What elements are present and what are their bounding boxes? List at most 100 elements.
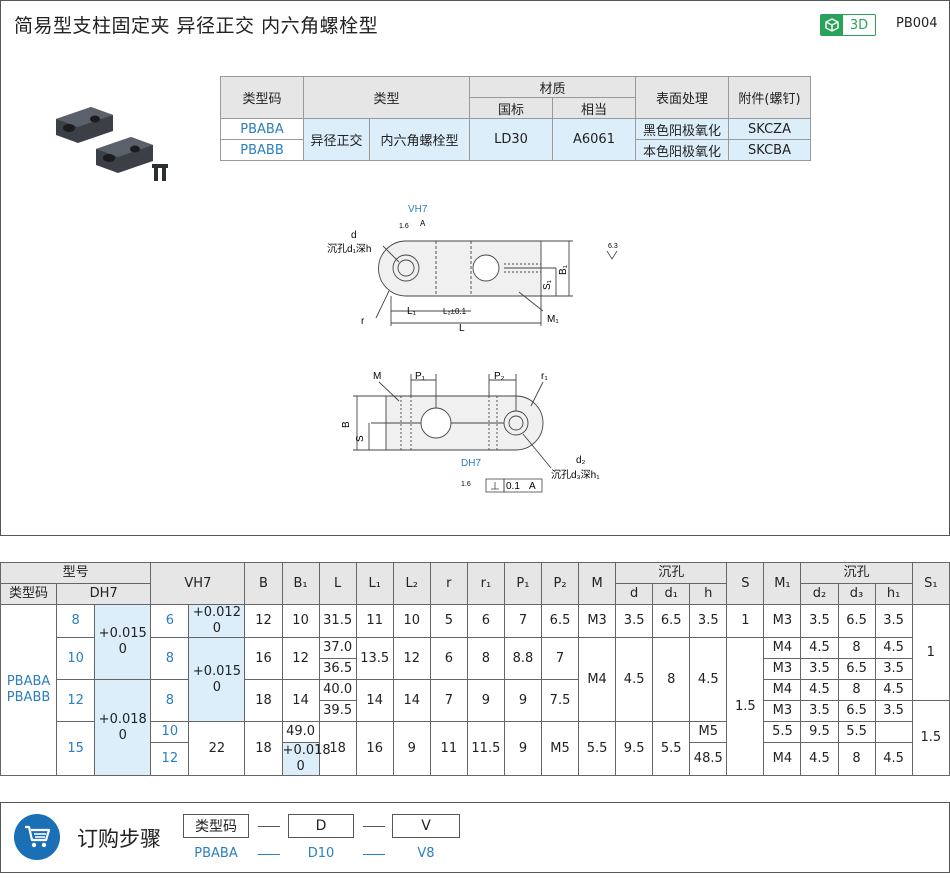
cell-r1: 8 (466, 637, 505, 680)
cell-r: 9 (392, 721, 431, 776)
cell-b1: 12 (281, 637, 320, 680)
d-value-link[interactable]: 8 (56, 604, 96, 638)
v-value-link[interactable]: 8 (150, 679, 190, 722)
cell-b1: 14 (281, 679, 320, 722)
d-tolerance: +0.018 0 (94, 679, 152, 776)
cell-r: 6 (429, 637, 468, 680)
cell-l1: 18 (318, 721, 357, 776)
accessory-cell: SKCZA (728, 118, 811, 140)
header-l: L (318, 562, 357, 605)
cell-m1: M5 (689, 721, 728, 743)
cell-p1: 11.5 (466, 721, 505, 776)
cell-l2: 10 (392, 604, 431, 638)
header-accessory: 附件(螺钉) (728, 76, 811, 119)
product-panel: 简易型支柱固定夹 异径正交 内六角螺栓型 3D PB004 类型码 类型 (0, 0, 950, 536)
d-value-link[interactable]: 12 (56, 679, 96, 722)
header-d: d (615, 583, 654, 605)
r-label: r (361, 316, 365, 327)
cell-l2: 16 (355, 721, 394, 776)
cell-b1: 18 (244, 721, 283, 776)
order-box-type-code: 类型码 (183, 814, 249, 838)
header-d3: d₃ (837, 583, 876, 605)
dh7-label: DH7 (461, 458, 481, 469)
v-value-link[interactable]: 6 (150, 604, 190, 638)
cell-p2: 7 (540, 637, 580, 680)
type-code-link[interactable]: PBABB (220, 139, 304, 161)
product-image (56, 107, 168, 181)
cell-h1: 4.5 (874, 637, 913, 659)
datum-a: A (420, 219, 426, 228)
header-material: 材质 (469, 76, 636, 98)
v-value-link[interactable]: 8 (150, 637, 190, 680)
cell-m1: M4 (763, 637, 802, 659)
cell-cb-d: 4.5 (615, 637, 654, 722)
cell-r: 5 (429, 604, 468, 638)
cell-cb-d1: 6.5 (652, 604, 691, 638)
d2-label: d₂ (576, 455, 586, 466)
material-standard: LD30 (469, 118, 553, 161)
cell-d3: 8 (837, 742, 876, 776)
cell-d3: 6.5 (837, 700, 876, 722)
cube-icon (821, 15, 843, 35)
header-vh7: VH7 (150, 562, 246, 605)
cell-cb-d: 3.5 (615, 604, 654, 638)
type-codes-cell[interactable]: PBABA PBABB (0, 604, 58, 776)
cell-l1: 13.5 (355, 637, 394, 680)
cell-b: 22 (188, 721, 246, 776)
cell-l: 48.5 (689, 742, 728, 776)
cell-p2: 6.5 (540, 604, 580, 638)
header-s1: S₁ (911, 562, 950, 605)
order-box-v: V (392, 814, 460, 838)
type-sub: 内六角螺栓型 (369, 118, 470, 161)
cell-r1: 11 (429, 721, 468, 776)
cell-d3: 8 (837, 637, 876, 659)
header-model: 型号 (0, 562, 152, 584)
cell-d3: 6.5 (837, 658, 876, 680)
technical-drawing: VH7 1.6 A d 沉孔d₁深h r L₁ L₂±0.1 L M₁ B₁ S… (327, 204, 618, 493)
cell-cb-d1: 8 (652, 637, 691, 722)
cell-m1: M4 (763, 679, 802, 701)
header-r: r (429, 562, 468, 605)
v-value-link[interactable]: 10 (150, 721, 190, 743)
v-value-link[interactable]: 12 (150, 742, 190, 776)
p2-label: P₂ (494, 371, 505, 382)
cell-b1: 10 (281, 604, 320, 638)
header-standard: 国标 (469, 97, 553, 119)
order-value-separator (363, 854, 385, 855)
cell-m1: M3 (763, 604, 802, 638)
l1-label: L₁ (407, 306, 417, 317)
cell-h1: 4.5 (874, 679, 913, 701)
vh7-label: VH7 (408, 204, 428, 215)
cell-s1: 1 (911, 604, 950, 701)
b1-label: B₁ (558, 264, 569, 275)
cell-cb-d1: 9.5 (615, 721, 654, 776)
dimension-table: 型号 VH7 B B₁ L L₁ L₂ r r₁ P₁ P₂ M 沉孔 S M₁… (0, 562, 950, 776)
d-value-link[interactable]: 15 (56, 721, 96, 776)
3d-model-button[interactable]: 3D (820, 14, 876, 36)
cell-m1: M3 (763, 700, 802, 722)
cell-h1: 5.5 (837, 721, 876, 743)
dimension-table-wrap: 型号 VH7 B B₁ L L₁ L₂ r r₁ P₁ P₂ M 沉孔 S M₁… (0, 562, 950, 776)
header-h1: h₁ (874, 583, 913, 605)
material-equivalent: A6061 (552, 118, 636, 161)
cell-p1: 9 (503, 679, 542, 722)
header-d2: d₂ (800, 583, 839, 605)
cell-b: 16 (244, 637, 283, 680)
v-tolerance: +0.018 0 (281, 742, 331, 776)
d-value-link[interactable]: 10 (56, 637, 96, 680)
cell-p2: 7.5 (540, 679, 580, 722)
cell-l2: 14 (392, 679, 431, 722)
cell-h1: 3.5 (874, 658, 913, 680)
header-type: 类型 (303, 76, 470, 119)
header-m1: M₁ (763, 562, 802, 605)
header-r1: r₁ (466, 562, 505, 605)
header-b1: B₁ (281, 562, 320, 605)
surface-cell: 黑色阳极氧化 (635, 118, 729, 140)
m1-label: M₁ (547, 314, 559, 325)
cell-d3: 8 (837, 679, 876, 701)
cell-l: 31.5 (318, 604, 357, 638)
type-code-link[interactable]: PBABA (220, 118, 304, 140)
cell-r1: 9 (466, 679, 505, 722)
front-view (353, 374, 552, 469)
l-label: L (459, 323, 465, 334)
